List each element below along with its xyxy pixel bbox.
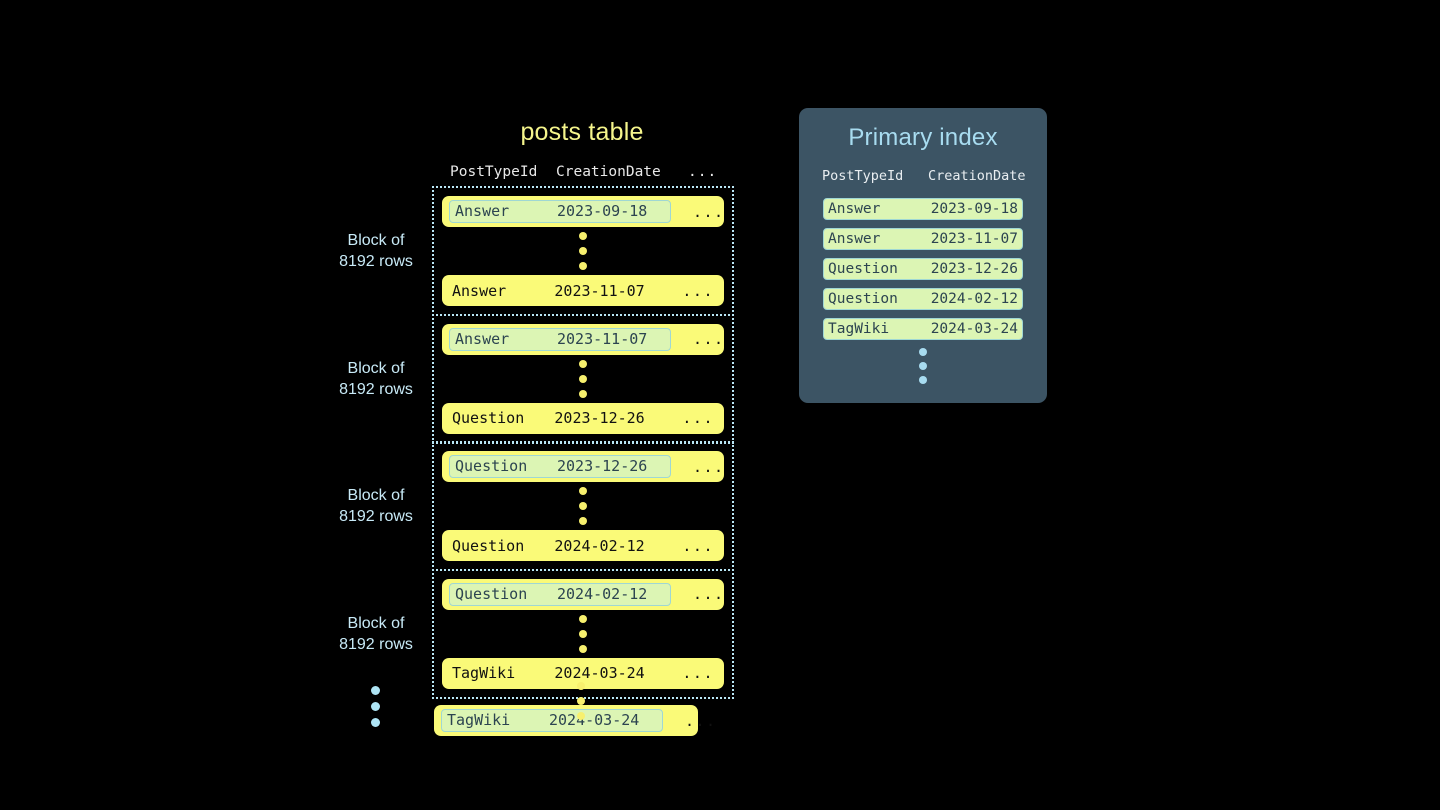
column-header-creationdate: CreationDate [928,168,1026,184]
table-ellipsis-vertical [577,682,585,727]
table-block: Block of 8192 rows Answer 2023-11-07 ...… [339,313,734,444]
table-row: Question 2023-12-26 ... [442,451,724,482]
block-label-line1: Block of [347,232,405,249]
cell-posttypeid: Answer [828,231,881,247]
cell-ellipsis: ... [693,457,725,476]
block-label-line1: Block of [347,359,405,377]
row-ellipsis-vertical [442,482,724,530]
row-ellipsis-vertical [442,355,724,403]
cell-creationdate: 2023-09-18 [930,201,1018,217]
cell-creationdate: 2023-12-26 [554,409,645,427]
cell-posttypeid: Answer [455,202,510,220]
index-row: Answer 2023-11-07 [823,228,1023,250]
indexed-mark: TagWiki 2024-03-24 [441,709,663,732]
table-row: Question 2024-02-12 ... [442,530,724,561]
block-label: Block of 8192 rows [326,230,426,272]
cell-ellipsis: ... [693,585,725,603]
cell-posttypeid: Question [828,261,898,277]
cell-creationdate: 2023-11-07 [930,231,1018,247]
cell-creationdate: 2023-11-07 [557,329,648,348]
cell-ellipsis: ... [682,409,714,427]
cell-creationdate: 2024-02-12 [930,291,1018,307]
indexed-mark: Answer 2023-11-07 [449,327,671,351]
table-row: Question 2023-12-26 ... [442,402,724,434]
primary-index-title: Primary index [848,124,998,151]
block-label: Block of 8192 rows [326,358,426,400]
blocks-container: Block of 8192 rows Answer 2023-09-18 ...… [339,186,734,736]
table-row: Question 2024-02-12 ... [442,578,725,610]
column-header-posttypeid: PostTypeId [822,168,904,184]
cell-ellipsis: ... [682,281,714,300]
block-label-line1: Block of [347,487,405,504]
cell-posttypeid: Question [452,536,525,555]
cell-ellipsis: ... [693,330,725,348]
block-label-line2: 8192 rows [339,253,413,270]
cell-creationdate: 2024-03-24 [549,711,640,729]
cell-creationdate: 2023-09-18 [557,202,648,220]
index-row: Question 2023-12-26 [823,258,1023,280]
cell-creationdate: 2023-11-07 [554,281,645,300]
posts-table-column-headers: PostTypeId CreationDate ... [450,164,732,180]
primary-index-panel: Primary index PostTypeId CreationDate An… [799,108,1047,403]
blocks-ellipsis-vertical [371,686,380,734]
cell-ellipsis: ... [682,664,714,682]
index-row: Question 2024-02-12 [823,288,1023,310]
index-row: TagWiki 2024-03-24 [823,318,1023,340]
cell-posttypeid: TagWiki [447,711,511,729]
table-row: Answer 2023-11-07 ... [442,323,725,355]
posts-table-title: posts table [520,118,644,146]
cell-ellipsis: ... [682,536,714,555]
cell-posttypeid: Answer [828,201,881,217]
cell-creationdate: 2023-12-26 [557,457,648,475]
column-header-creationdate: CreationDate [556,164,661,180]
index-ellipsis-vertical [823,348,1023,384]
cell-creationdate: 2023-12-26 [930,261,1018,277]
cell-ellipsis: ... [685,711,717,730]
block-label-line2: 8192 rows [339,380,413,398]
row-ellipsis-vertical [442,610,724,658]
cell-creationdate: 2024-02-12 [557,584,648,603]
column-header-posttypeid: PostTypeId [450,164,538,180]
table-block: Block of 8192 rows Question 2024-02-12 .… [339,568,734,699]
primary-index-rows: Answer 2023-09-18 Answer 2023-11-07 Ques… [799,198,1047,384]
table-row: Answer 2023-11-07 ... [442,275,724,306]
cell-posttypeid: Question [452,409,525,427]
block-label: Block of 8192 rows [326,613,426,655]
table-row-trailing: TagWiki 2024-03-24 ... [434,705,715,736]
table-block: Block of 8192 rows Answer 2023-09-18 ...… [339,186,734,316]
cell-posttypeid: TagWiki [452,664,516,682]
block-label-line1: Block of [347,614,405,632]
indexed-mark: Answer 2023-09-18 [449,200,671,223]
cell-posttypeid: Question [455,584,528,603]
indexed-mark: Question 2023-12-26 [449,455,671,478]
index-row: Answer 2023-09-18 [823,198,1023,220]
table-block: Block of 8192 rows Question 2023-12-26 .… [339,441,734,571]
block-label: Block of 8192 rows [326,485,426,527]
block-label-line2: 8192 rows [339,508,413,525]
cell-posttypeid: Answer [455,329,510,348]
cell-creationdate: 2024-03-24 [930,321,1018,337]
cell-posttypeid: Question [455,457,528,475]
cell-posttypeid: Answer [452,281,507,300]
cell-posttypeid: Question [828,291,898,307]
cell-creationdate: 2024-02-12 [554,536,645,555]
column-header-ellipsis: ... [688,164,718,180]
cell-creationdate: 2024-03-24 [554,664,645,682]
table-row: Answer 2023-09-18 ... [442,196,724,227]
block-label-line2: 8192 rows [339,635,413,653]
indexed-mark: Question 2024-02-12 [449,582,671,606]
row-ellipsis-vertical [442,227,724,275]
cell-posttypeid: TagWiki [828,321,890,337]
cell-ellipsis: ... [693,202,725,221]
primary-index-column-headers: PostTypeId CreationDate [799,168,1047,184]
